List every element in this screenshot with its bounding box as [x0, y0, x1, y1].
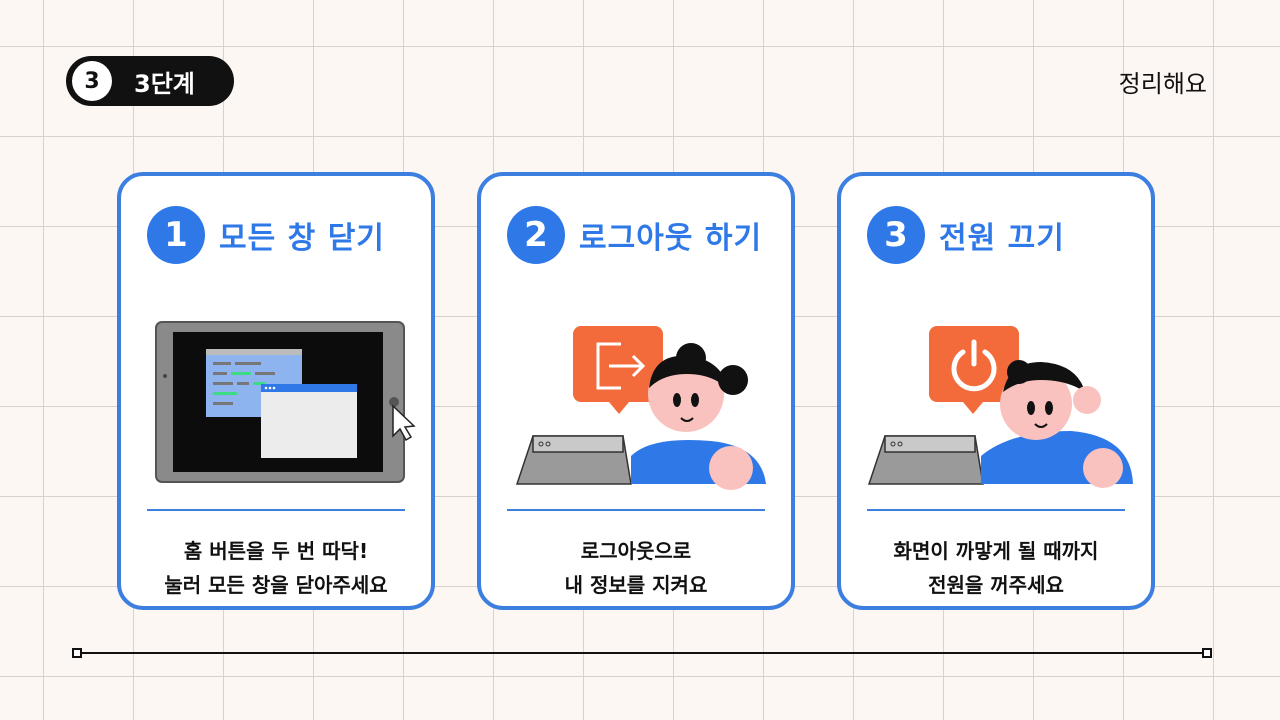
- card-number: 3: [867, 206, 925, 264]
- card-power-off: 3 전원 끄기 화면이 까맣게 될 때까지 전원을 꺼주세요: [837, 172, 1155, 610]
- desc-line-2: 전원을 꺼주세요: [928, 573, 1064, 597]
- timeline-start: [72, 648, 82, 658]
- card-title: 2 로그아웃 하기: [507, 206, 762, 264]
- card-title: 3 전원 끄기: [867, 206, 1065, 264]
- summary-label: 정리해요: [1118, 70, 1207, 98]
- card-description: 로그아웃으로 내 정보를 지켜요: [481, 534, 791, 602]
- desc-line-1: 홈 버튼을 두 번 따닥!: [183, 539, 369, 563]
- step-badge: 3 3단계: [66, 56, 234, 106]
- card-description: 홈 버튼을 두 번 따닥! 눌러 모든 창을 닫아주세요: [121, 534, 431, 602]
- desc-line-1: 화면이 까맣게 될 때까지: [893, 539, 1099, 563]
- card-title-text: 로그아웃 하기: [579, 221, 763, 256]
- card-title: 1 모든 창 닫기: [147, 206, 385, 264]
- desc-line-1: 로그아웃으로: [580, 539, 692, 563]
- card-title-text: 전원 끄기: [939, 221, 1065, 256]
- step-number: 3: [72, 61, 112, 101]
- power-off-illustration: [867, 326, 1133, 488]
- card-title-text: 모든 창 닫기: [219, 221, 385, 256]
- card-description: 화면이 까맣게 될 때까지 전원을 꺼주세요: [841, 534, 1151, 602]
- timeline-line: [74, 652, 1208, 654]
- timeline-end: [1202, 648, 1212, 658]
- card-divider: [867, 509, 1125, 511]
- card-number: 2: [507, 206, 565, 264]
- tablet-illustration: [155, 321, 416, 483]
- card-number: 1: [147, 206, 205, 264]
- desc-line-2: 눌러 모든 창을 닫아주세요: [164, 573, 388, 597]
- logout-illustration: [515, 326, 766, 490]
- card-logout: 2 로그아웃 하기 로그아웃으로 내 정보를 지켜요: [477, 172, 795, 610]
- card-close-windows: 1 모든 창 닫기 홈 버튼을 두 번 따닥! 눌러 모든 창을 닫아주세요: [117, 172, 435, 610]
- desc-line-2: 내 정보를 지켜요: [564, 573, 708, 597]
- card-divider: [147, 509, 405, 511]
- step-label: 3단계: [134, 69, 195, 98]
- card-divider: [507, 509, 765, 511]
